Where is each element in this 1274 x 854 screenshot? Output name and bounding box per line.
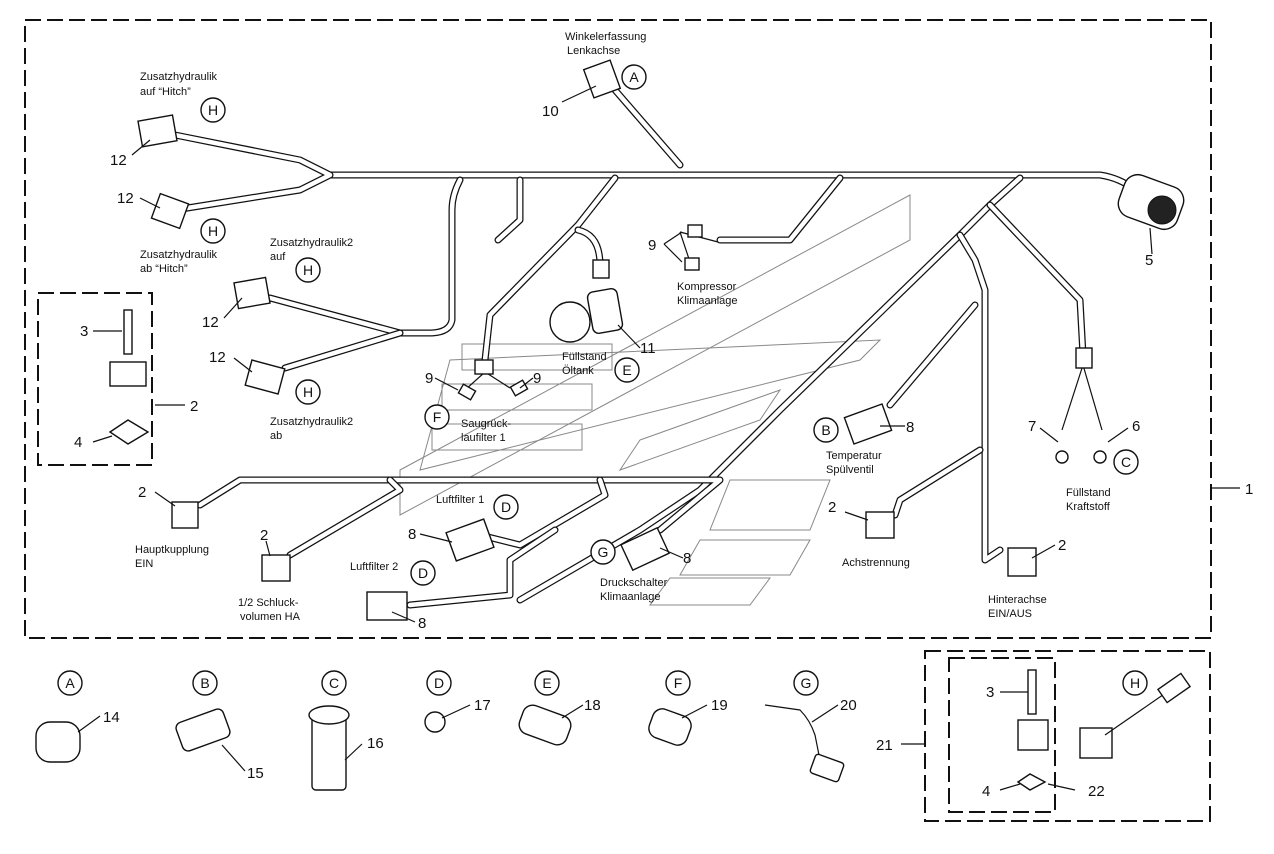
label-zusatz2-auf-2: auf — [270, 251, 286, 263]
letter-h-1: H — [208, 102, 218, 118]
letter-a-bottom: A — [65, 675, 75, 691]
letter-c-top: C — [1121, 454, 1131, 470]
num-2-c: 2 — [828, 499, 836, 516]
label-hauptkupplung-2: EIN — [135, 558, 153, 570]
num-2-d: 2 — [1058, 537, 1066, 554]
num-2-a: 2 — [138, 484, 146, 501]
num-11: 11 — [640, 340, 656, 357]
inset-frame-21 — [924, 650, 1211, 822]
label-zusatz2-ab-1: Zusatzhydraulik2 — [270, 416, 353, 428]
label-schluck-1: 1/2 Schluck- — [238, 597, 299, 609]
part-numbers: 10 12 12 12 12 9 5 11 9 9 3 2 4 8 7 6 1 … — [74, 103, 1253, 800]
label-fuellstand-kraft-1: Füllstand — [1066, 487, 1111, 499]
letter-h-4: H — [303, 384, 313, 400]
label-fuellstand-kraft-2: Kraftstoff — [1066, 501, 1111, 513]
num-22: 22 — [1088, 783, 1105, 800]
connectors — [108, 59, 1185, 621]
label-hinterachse-2: EIN/AUS — [988, 608, 1032, 620]
num-9-c: 9 — [533, 370, 541, 387]
label-fuellstand-oel-1: Füllstand — [562, 351, 607, 363]
label-luftfilter-2: Luftfilter 2 — [350, 561, 398, 573]
num-2-inset: 2 — [190, 398, 198, 415]
letter-c-bottom: C — [329, 675, 339, 691]
num-18: 18 — [584, 697, 601, 714]
label-winkel-1: Winkelerfassung — [565, 31, 646, 43]
num-21: 21 — [876, 737, 893, 754]
num-3-top: 3 — [80, 323, 88, 340]
inset-frame-2 — [37, 292, 153, 466]
label-zusatz-hitch-auf-1: Zusatzhydraulik — [140, 71, 218, 83]
num-9-b: 9 — [425, 370, 433, 387]
label-achstrennung: Achstrennung — [842, 557, 910, 569]
label-kompressor-2: Klimaanlage — [677, 295, 738, 307]
label-winkel-2: Lenkachse — [567, 45, 620, 57]
label-zusatz2-auf-1: Zusatzhydraulik2 — [270, 237, 353, 249]
label-luftfilter-1: Luftfilter 1 — [436, 494, 484, 506]
num-12-d: 12 — [209, 349, 226, 366]
letter-g-top: G — [598, 544, 609, 560]
letter-h-3: H — [303, 262, 313, 278]
label-kompressor-1: Kompressor — [677, 281, 737, 293]
num-14: 14 — [103, 709, 120, 726]
label-fuellstand-oel-2: Öltank — [562, 365, 594, 377]
detail-parts — [35, 669, 1192, 791]
num-5: 5 — [1145, 252, 1153, 269]
num-8-b: 8 — [408, 526, 416, 543]
num-12-b: 12 — [117, 190, 134, 207]
letter-g-bottom: G — [801, 675, 812, 691]
label-druckschalter-1: Druckschalter — [600, 577, 668, 589]
label-zusatz-hitch-ab-2: ab “Hitch” — [140, 263, 188, 275]
letter-f-bottom: F — [674, 675, 683, 691]
leader-lines — [77, 85, 1240, 791]
num-17: 17 — [474, 697, 491, 714]
letter-e-top: E — [622, 362, 631, 378]
num-2-b: 2 — [260, 527, 268, 544]
label-temperatur-1: Temperatur — [826, 450, 882, 462]
letter-h-bottom: H — [1130, 675, 1140, 691]
letter-d-bottom: D — [434, 675, 444, 691]
label-temperatur-2: Spülventil — [826, 464, 874, 476]
label-druckschalter-2: Klimaanlage — [600, 591, 661, 603]
num-7: 7 — [1028, 418, 1036, 435]
num-19: 19 — [711, 697, 728, 714]
letter-b-top: B — [821, 422, 830, 438]
inset-frame-3-4 — [948, 657, 1056, 813]
letter-b-bottom: B — [200, 675, 209, 691]
num-12-a: 12 — [110, 152, 127, 169]
num-16: 16 — [367, 735, 384, 752]
num-10: 10 — [542, 103, 559, 120]
letter-e-bottom: E — [542, 675, 551, 691]
num-8-c: 8 — [683, 550, 691, 567]
num-12-c: 12 — [202, 314, 219, 331]
label-saug-1: Saugrück- — [461, 418, 511, 430]
num-8-d: 8 — [418, 615, 426, 632]
letter-f-top: F — [433, 409, 442, 425]
label-zusatz-hitch-auf-2: auf “Hitch” — [140, 86, 191, 98]
description-labels: Winkelerfassung Lenkachse Zusatzhydrauli… — [135, 31, 1111, 623]
num-3-bottom: 3 — [986, 684, 994, 701]
label-zusatz2-ab-2: ab — [270, 430, 282, 442]
num-6: 6 — [1132, 418, 1140, 435]
num-1: 1 — [1245, 481, 1253, 498]
num-8-a: 8 — [906, 419, 914, 436]
num-15: 15 — [247, 765, 264, 782]
circled-letters: A H H H H E F B C D D G A B C D E F G H — [57, 64, 1148, 696]
letter-d-1: D — [501, 499, 511, 515]
num-9-a: 9 — [648, 237, 656, 254]
num-4-top: 4 — [74, 434, 82, 451]
label-zusatz-hitch-ab-1: Zusatzhydraulik — [140, 249, 218, 261]
letter-d-2: D — [418, 565, 428, 581]
label-hauptkupplung-1: Hauptkupplung — [135, 544, 209, 556]
letter-h-2: H — [208, 223, 218, 239]
label-saug-2: laufilter 1 — [461, 432, 506, 444]
label-schluck-2: volumen HA — [240, 611, 301, 623]
label-hinterachse-1: Hinterachse — [988, 594, 1047, 606]
num-20: 20 — [840, 697, 857, 714]
letter-a-top: A — [629, 69, 639, 85]
num-4-bottom: 4 — [982, 783, 990, 800]
